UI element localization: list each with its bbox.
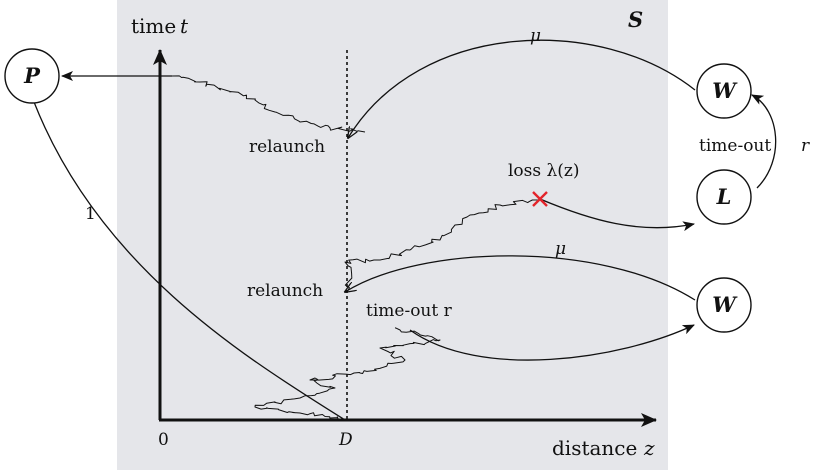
node-p: P — [4, 48, 60, 104]
r-side-label: r — [801, 136, 810, 156]
arrow-timeout-to-w — [409, 324, 695, 361]
region-label: S — [628, 7, 643, 32]
node-l: L — [696, 169, 752, 225]
one-label: 1 — [85, 204, 96, 224]
node-w-top: W — [696, 63, 752, 119]
loss-mark — [532, 191, 548, 207]
relaunch-top-label: relaunch — [249, 137, 325, 157]
node-w-bottom: W — [696, 277, 752, 333]
loss-label: loss λ(z) — [508, 161, 580, 181]
svg-text:L: L — [716, 184, 732, 209]
arrow-l-to-w — [751, 94, 777, 189]
time-out-r-label: time-out r — [366, 301, 453, 321]
path-segment-middle — [344, 198, 541, 293]
path-segment-start — [254, 327, 441, 421]
svg-text:W: W — [712, 292, 738, 317]
arrow-p-to-d — [33, 101, 346, 421]
y-axis-label: time — [131, 14, 176, 38]
arrow-w-top-relaunch — [348, 39, 696, 138]
x-axis-label: distance — [552, 436, 637, 460]
arrow-w-bottom-relaunch — [345, 255, 696, 301]
relaunch-bottom-label: relaunch — [247, 281, 323, 301]
d-marker-label: D — [338, 430, 353, 450]
x-origin-label: 0 — [158, 430, 169, 450]
x-axis-var: z — [643, 436, 655, 460]
svg-text:W: W — [712, 78, 738, 103]
region-s — [117, 0, 668, 470]
y-axis-var: t — [180, 14, 189, 38]
mu-top-label: μ — [530, 26, 541, 46]
mu-bottom-label: μ — [555, 239, 566, 259]
arrow-loss-to-l — [539, 198, 695, 232]
time-out-side-label: time-out — [699, 136, 771, 156]
brownian-paths — [171, 75, 541, 421]
svg-text:P: P — [23, 63, 41, 88]
path-segment-top — [171, 75, 366, 133]
